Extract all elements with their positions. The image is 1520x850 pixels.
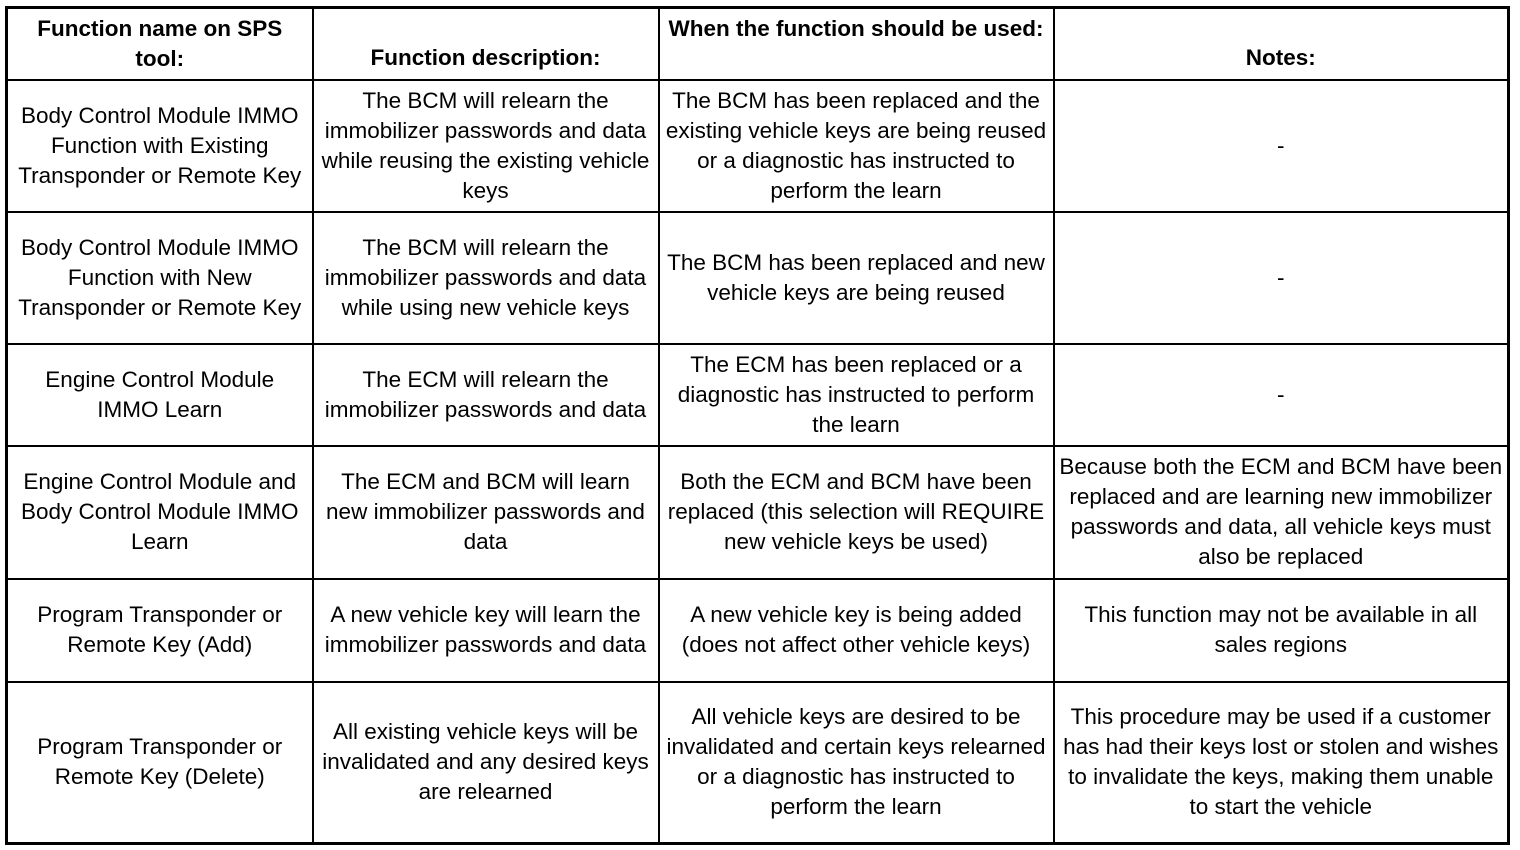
function-description-cell: A new vehicle key will learn the immobil… xyxy=(311,577,660,683)
function-name-cell: Program Transponder or Remote Key (Delet… xyxy=(5,680,314,845)
function-description-cell: The ECM and BCM will learn new immobiliz… xyxy=(311,444,660,580)
table-row: Body Control Module IMMO Function with N… xyxy=(5,210,1510,345)
function-name-cell: Engine Control Module and Body Control M… xyxy=(5,444,314,580)
header-notes: Notes: xyxy=(1052,6,1510,81)
header-when-used: When the function should be used: xyxy=(657,6,1055,81)
function-description-cell: The BCM will relearn the immobilizer pas… xyxy=(311,78,660,213)
notes-cell: - xyxy=(1052,342,1510,447)
header-function-description: Function description: xyxy=(311,6,660,81)
notes-cell: - xyxy=(1052,78,1510,213)
when-used-cell: The ECM has been replaced or a diagnosti… xyxy=(657,342,1055,447)
function-name-cell: Program Transponder or Remote Key (Add) xyxy=(5,577,314,683)
table-row: Engine Control Module IMMO Learn The ECM… xyxy=(5,342,1510,447)
table-row: Program Transponder or Remote Key (Delet… xyxy=(5,680,1510,845)
header-row: Function name on SPS tool: Function desc… xyxy=(5,6,1510,81)
when-used-cell: The BCM has been replaced and the existi… xyxy=(657,78,1055,213)
sps-function-table: Function name on SPS tool: Function desc… xyxy=(5,6,1510,845)
when-used-cell: Both the ECM and BCM have been replaced … xyxy=(657,444,1055,580)
notes-cell: This procedure may be used if a customer… xyxy=(1052,680,1510,845)
function-name-cell: Engine Control Module IMMO Learn xyxy=(5,342,314,447)
notes-cell: This function may not be available in al… xyxy=(1052,577,1510,683)
table-row: Body Control Module IMMO Function with E… xyxy=(5,78,1510,213)
when-used-cell: The BCM has been replaced and new vehicl… xyxy=(657,210,1055,345)
when-used-cell: All vehicle keys are desired to be inval… xyxy=(657,680,1055,845)
table-row: Engine Control Module and Body Control M… xyxy=(5,444,1510,580)
notes-cell: Because both the ECM and BCM have been r… xyxy=(1052,444,1510,580)
function-description-cell: The BCM will relearn the immobilizer pas… xyxy=(311,210,660,345)
notes-cell: - xyxy=(1052,210,1510,345)
when-used-cell: A new vehicle key is being added (does n… xyxy=(657,577,1055,683)
table-row: Program Transponder or Remote Key (Add) … xyxy=(5,577,1510,683)
function-name-cell: Body Control Module IMMO Function with E… xyxy=(5,78,314,213)
header-function-name: Function name on SPS tool: xyxy=(5,6,314,81)
function-description-cell: All existing vehicle keys will be invali… xyxy=(311,680,660,845)
function-description-cell: The ECM will relearn the immobilizer pas… xyxy=(311,342,660,447)
function-name-cell: Body Control Module IMMO Function with N… xyxy=(5,210,314,345)
